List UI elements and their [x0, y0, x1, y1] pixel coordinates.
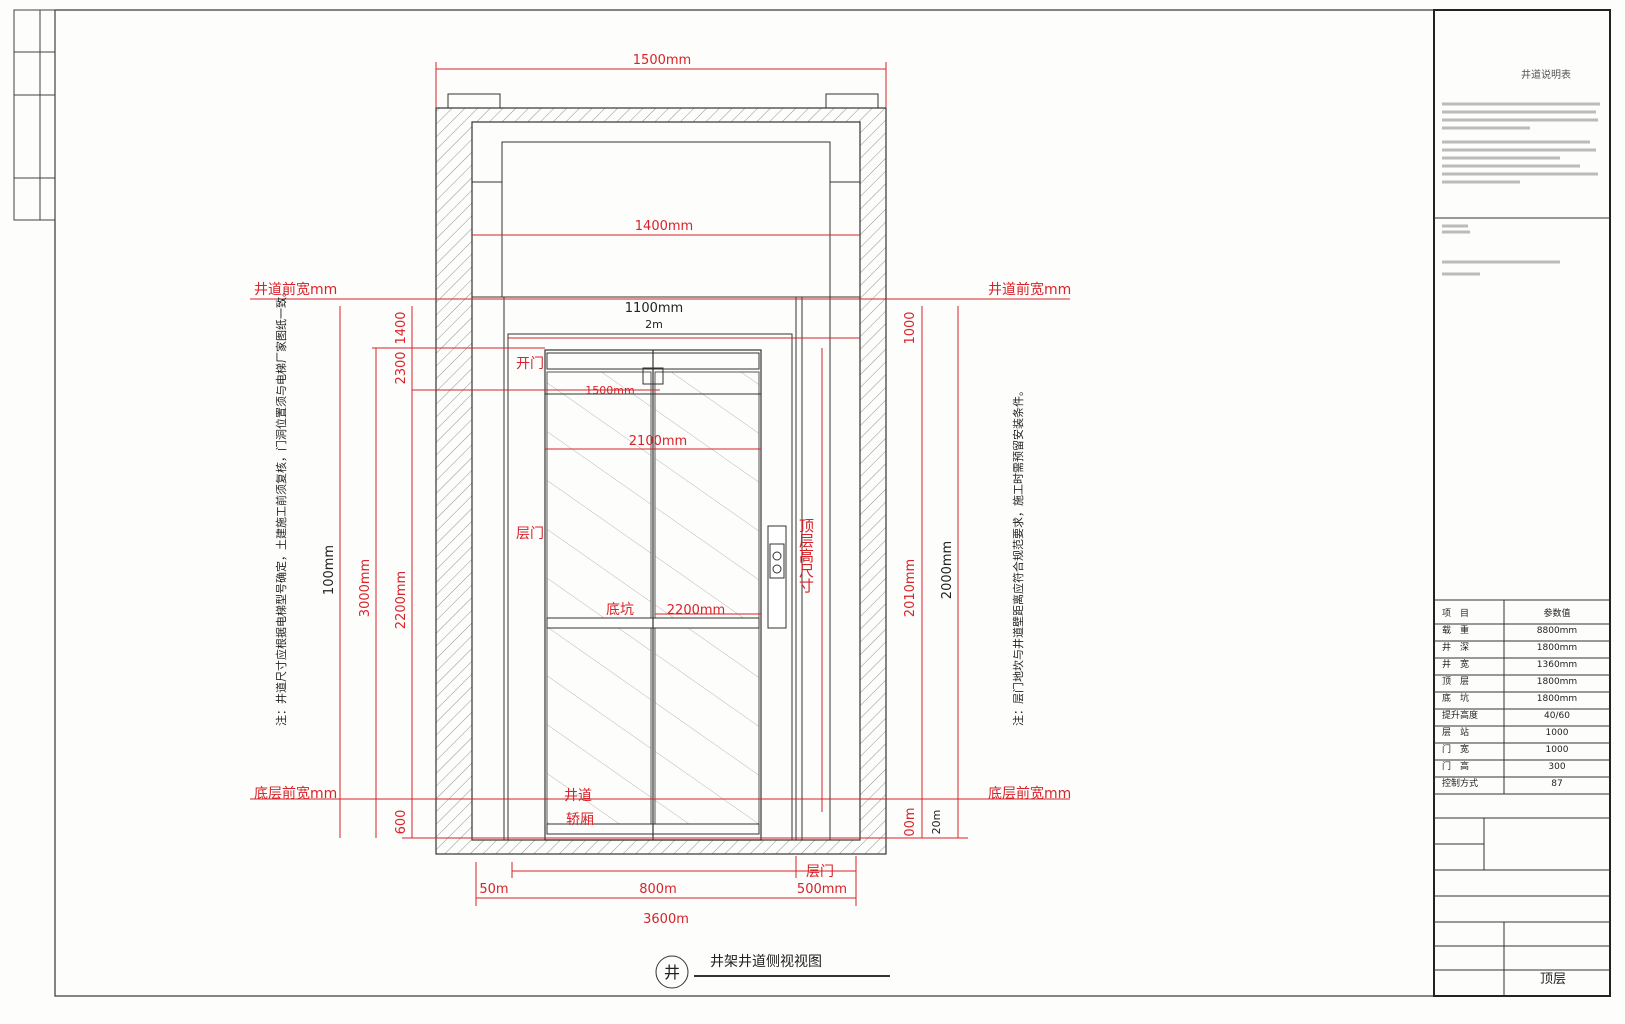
dim-left-overall: 100mm	[322, 545, 337, 595]
title-block-key: 项 目	[1442, 608, 1469, 619]
dim-bottom-overall: 3600m	[643, 912, 689, 927]
note-right: 注：层门地坎与井道壁距离应符合规范要求，施工时需预留安装条件。	[1011, 385, 1025, 726]
title-block-value: 1000	[1546, 745, 1569, 755]
dim-right-top: 1000	[903, 311, 918, 344]
label-landing-door-bottom: 层门	[806, 864, 834, 880]
dim-bottom-mid: 800m	[639, 882, 676, 897]
dim-left-mid: 3000mm	[358, 559, 373, 617]
dim-bottom-left: 50m	[479, 882, 508, 897]
title-block-key: 控制方式	[1442, 777, 1478, 789]
red-labels: 井道前宽mm 井道前宽mm 底层前宽mm 底层前宽mm 开门 层门 底坑 井道 …	[254, 281, 1071, 880]
label-door-open: 开门	[516, 356, 544, 372]
title-block-value: 300	[1548, 762, 1565, 772]
label-pit-left: 底层前宽mm	[254, 785, 337, 802]
car-frame	[471, 121, 861, 841]
call-button-panel	[767, 525, 787, 629]
label-pit: 底坑	[606, 602, 634, 618]
note-left: 注：井道尺寸应根据电梯型号确定，土建施工前须复核，门洞位置须与电梯厂家图纸一致。	[274, 286, 288, 726]
label-shaft-top-left: 井道前宽mm	[254, 281, 337, 298]
title-block-key: 门 高	[1442, 760, 1469, 772]
title-block-key: 井 深	[1442, 641, 1469, 653]
title-block-value: 1800mm	[1537, 643, 1577, 653]
dim-left-bottom: 600	[394, 810, 409, 835]
dim-door-head: 1500mm	[585, 384, 634, 397]
title-block-key: 载 重	[1442, 624, 1469, 636]
title-block-value: 8800mm	[1537, 626, 1577, 636]
dim-door-leaf-width: 2100mm	[629, 434, 687, 449]
dim-right-bottom2: 20m	[930, 810, 943, 835]
title-block-key: 顶 层	[1442, 676, 1469, 687]
drawing-title: 井架井道侧视视图	[710, 954, 822, 970]
drawing-title-block: 井 井架井道侧视视图	[655, 954, 890, 989]
dim-top-width: 1500mm	[633, 53, 691, 68]
dim-kickplate-width: 2200mm	[667, 603, 725, 618]
label-landing-door-left: 层门	[516, 526, 544, 542]
dim-inner-width: 1400mm	[635, 219, 693, 234]
title-block-value: 1360mm	[1537, 660, 1577, 670]
dim-bottom-right: 500mm	[797, 882, 847, 897]
title-block-key: 层 站	[1442, 726, 1469, 738]
title-block-value: 参数值	[1543, 607, 1570, 619]
dim-right-overall: 2000mm	[940, 541, 955, 599]
title-block-key: 底 坑	[1442, 692, 1469, 704]
title-block-value: 1800mm	[1537, 694, 1577, 704]
dim-left-upper: 2300	[394, 351, 409, 384]
dim-left-main: 2200mm	[394, 571, 409, 629]
label-shaft: 井道	[564, 788, 592, 804]
title-block-key: 提升高度	[1442, 709, 1478, 721]
title-block-footer: 顶层	[1540, 972, 1566, 987]
dimension-texts: 1500mm 1400mm 1100mm 2m 1500mm 2100mm 22…	[479, 53, 847, 927]
dim-left-top: 1400	[394, 311, 409, 344]
title-block-key: 门 宽	[1442, 743, 1469, 755]
landing-door	[544, 349, 762, 841]
label-headroom: 顶层高尺寸	[797, 518, 815, 593]
label-car: 轿厢	[566, 812, 594, 828]
svg-text:井: 井	[664, 963, 680, 982]
dim-door-frame-width: 1100mm	[625, 301, 683, 316]
title-block-value: 1800mm	[1537, 677, 1577, 687]
title-block-value: 87	[1551, 779, 1562, 789]
dimension-lines	[250, 62, 1070, 906]
dim-door-frame-sub: 2m	[645, 318, 663, 331]
dim-right-mid: 2010mm	[903, 559, 918, 617]
title-block-header: 井道说明表	[1521, 68, 1571, 81]
vertical-dimension-texts: 100mm 3000mm 2200mm 1400 2300 600 1000 2…	[322, 311, 955, 836]
dim-right-bottom: 00m	[903, 807, 918, 836]
title-block-key: 井 宽	[1442, 658, 1469, 670]
label-shaft-top-right: 井道前宽mm	[988, 281, 1071, 298]
label-pit-right: 底层前宽mm	[988, 785, 1071, 802]
title-block-value: 1000	[1546, 728, 1569, 738]
title-block-value: 40/60	[1544, 711, 1570, 721]
